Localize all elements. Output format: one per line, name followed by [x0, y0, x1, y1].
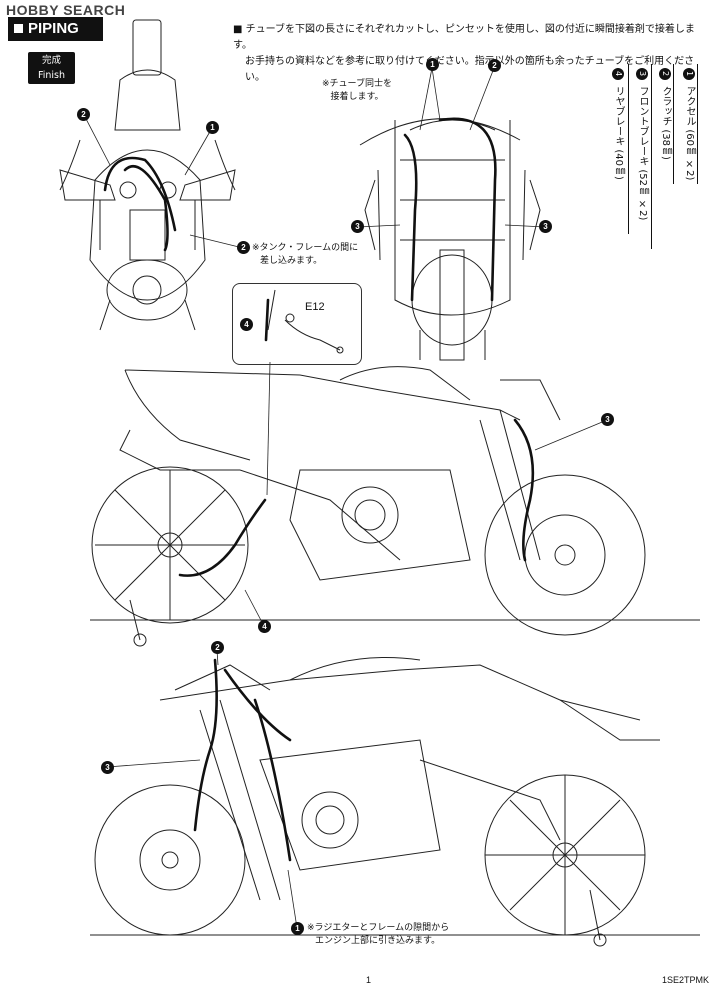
detail-box-e12 [232, 283, 362, 365]
note-line: ※チューブ同士を [322, 79, 393, 89]
finish-badge-jp: 完成 [41, 55, 61, 66]
note-tube-join: ※チューブ同士を 接着します。 [322, 78, 392, 104]
legend-number: 1 [683, 68, 695, 80]
legend-text: クラッチ (38㎜) [660, 86, 671, 160]
callout-number: 2 [211, 641, 224, 654]
legend-item: 3 フロントブレーキ (52㎜ ×2) [635, 68, 650, 220]
rear-brake-tube-detail [264, 298, 270, 342]
finish-badge: 完成 Finish [28, 52, 75, 84]
instruction-line: ■ チューブを下図の長さにそれぞれカットし、ピンセットを使用し、図の付近に瞬間接… [233, 24, 695, 51]
callout-number: 4 [258, 620, 271, 633]
legend-item: 1 アクセル (60㎜ ×2) [682, 68, 697, 180]
e12-lever-drawing [267, 289, 344, 354]
callout-number: 1 [206, 121, 219, 134]
watermark: HOBBY SEARCH [6, 2, 126, 18]
front-view-drawing [359, 118, 541, 361]
leader-lines [83, 67, 608, 929]
legend-number: 2 [659, 68, 671, 80]
legend-item: 4 リヤブレーキ (40㎜) [611, 68, 626, 180]
legend-item: 2 クラッチ (38㎜) [658, 68, 673, 160]
instructions: ■ チューブを下図の長さにそれぞれカットし、ピンセットを使用し、図の付近に瞬間接… [233, 22, 703, 86]
legend-number: 4 [612, 68, 624, 80]
legend-text: アクセル (60㎜ ×2) [684, 86, 695, 181]
tube-routings [103, 117, 535, 862]
rear-brake-tube-side [178, 498, 267, 577]
section-title: PIPING [28, 20, 79, 37]
legend-text: フロントブレーキ (52㎜ ×2) [637, 86, 648, 221]
product-code: 1SE2TPMK [662, 975, 710, 985]
page-number: 1 [366, 975, 372, 985]
note-line: ※タンク・フレームの間に [252, 243, 359, 253]
legend-divider [651, 64, 652, 249]
callout-number: 1 [291, 922, 304, 935]
instruction-line: お手持ちの資料などを参考に取り付けてください。指示以外の箇所も余ったチューブをご… [245, 56, 695, 83]
legend-divider [673, 64, 674, 184]
callout-number: 3 [539, 220, 552, 233]
note-line: 差し込みます。 [260, 256, 323, 266]
callout-number: 3 [101, 761, 114, 774]
legend-divider [628, 64, 629, 234]
legend-text: リヤブレーキ (40㎜) [613, 86, 624, 180]
throttle-tube-line [123, 165, 169, 252]
callout-number: 2 [488, 59, 501, 72]
callout-number: 1 [426, 58, 439, 71]
front-brake-tube-side [513, 418, 535, 562]
part-label: E12 [305, 301, 325, 313]
finish-badge-en: Finish [37, 70, 66, 81]
note-line: 接着します。 [330, 92, 384, 102]
callout-number: 2 [77, 108, 90, 121]
throttle-tube-front [403, 133, 418, 302]
clutch-tube-line [103, 156, 177, 232]
callout-number: 3 [351, 220, 364, 233]
side-view-drawing [90, 366, 700, 647]
note-line: エンジン上部に引き込みます。 [315, 936, 441, 946]
callout-number: 2 [237, 241, 250, 254]
note-line: ※ラジエターとフレームの隙間から [307, 923, 450, 933]
square-bullet-icon [14, 24, 23, 33]
note-tank-frame: ※タンク・フレームの間に 差し込みます。 [252, 242, 358, 268]
front-brake-tube-bottom [193, 658, 218, 832]
throttle-tube-bottom [253, 698, 292, 862]
callout-number: 4 [240, 318, 253, 331]
legend-divider [697, 64, 698, 184]
note-radiator: ※ラジエターとフレームの隙間から エンジン上部に引き込みます。 [307, 922, 449, 948]
callout-number: 3 [601, 413, 614, 426]
legend-number: 3 [636, 68, 648, 80]
bottom-side-view-drawing [90, 657, 700, 947]
brake-tube-front [438, 117, 497, 302]
finish-view-drawing [59, 19, 236, 331]
section-header: PIPING [8, 17, 103, 41]
